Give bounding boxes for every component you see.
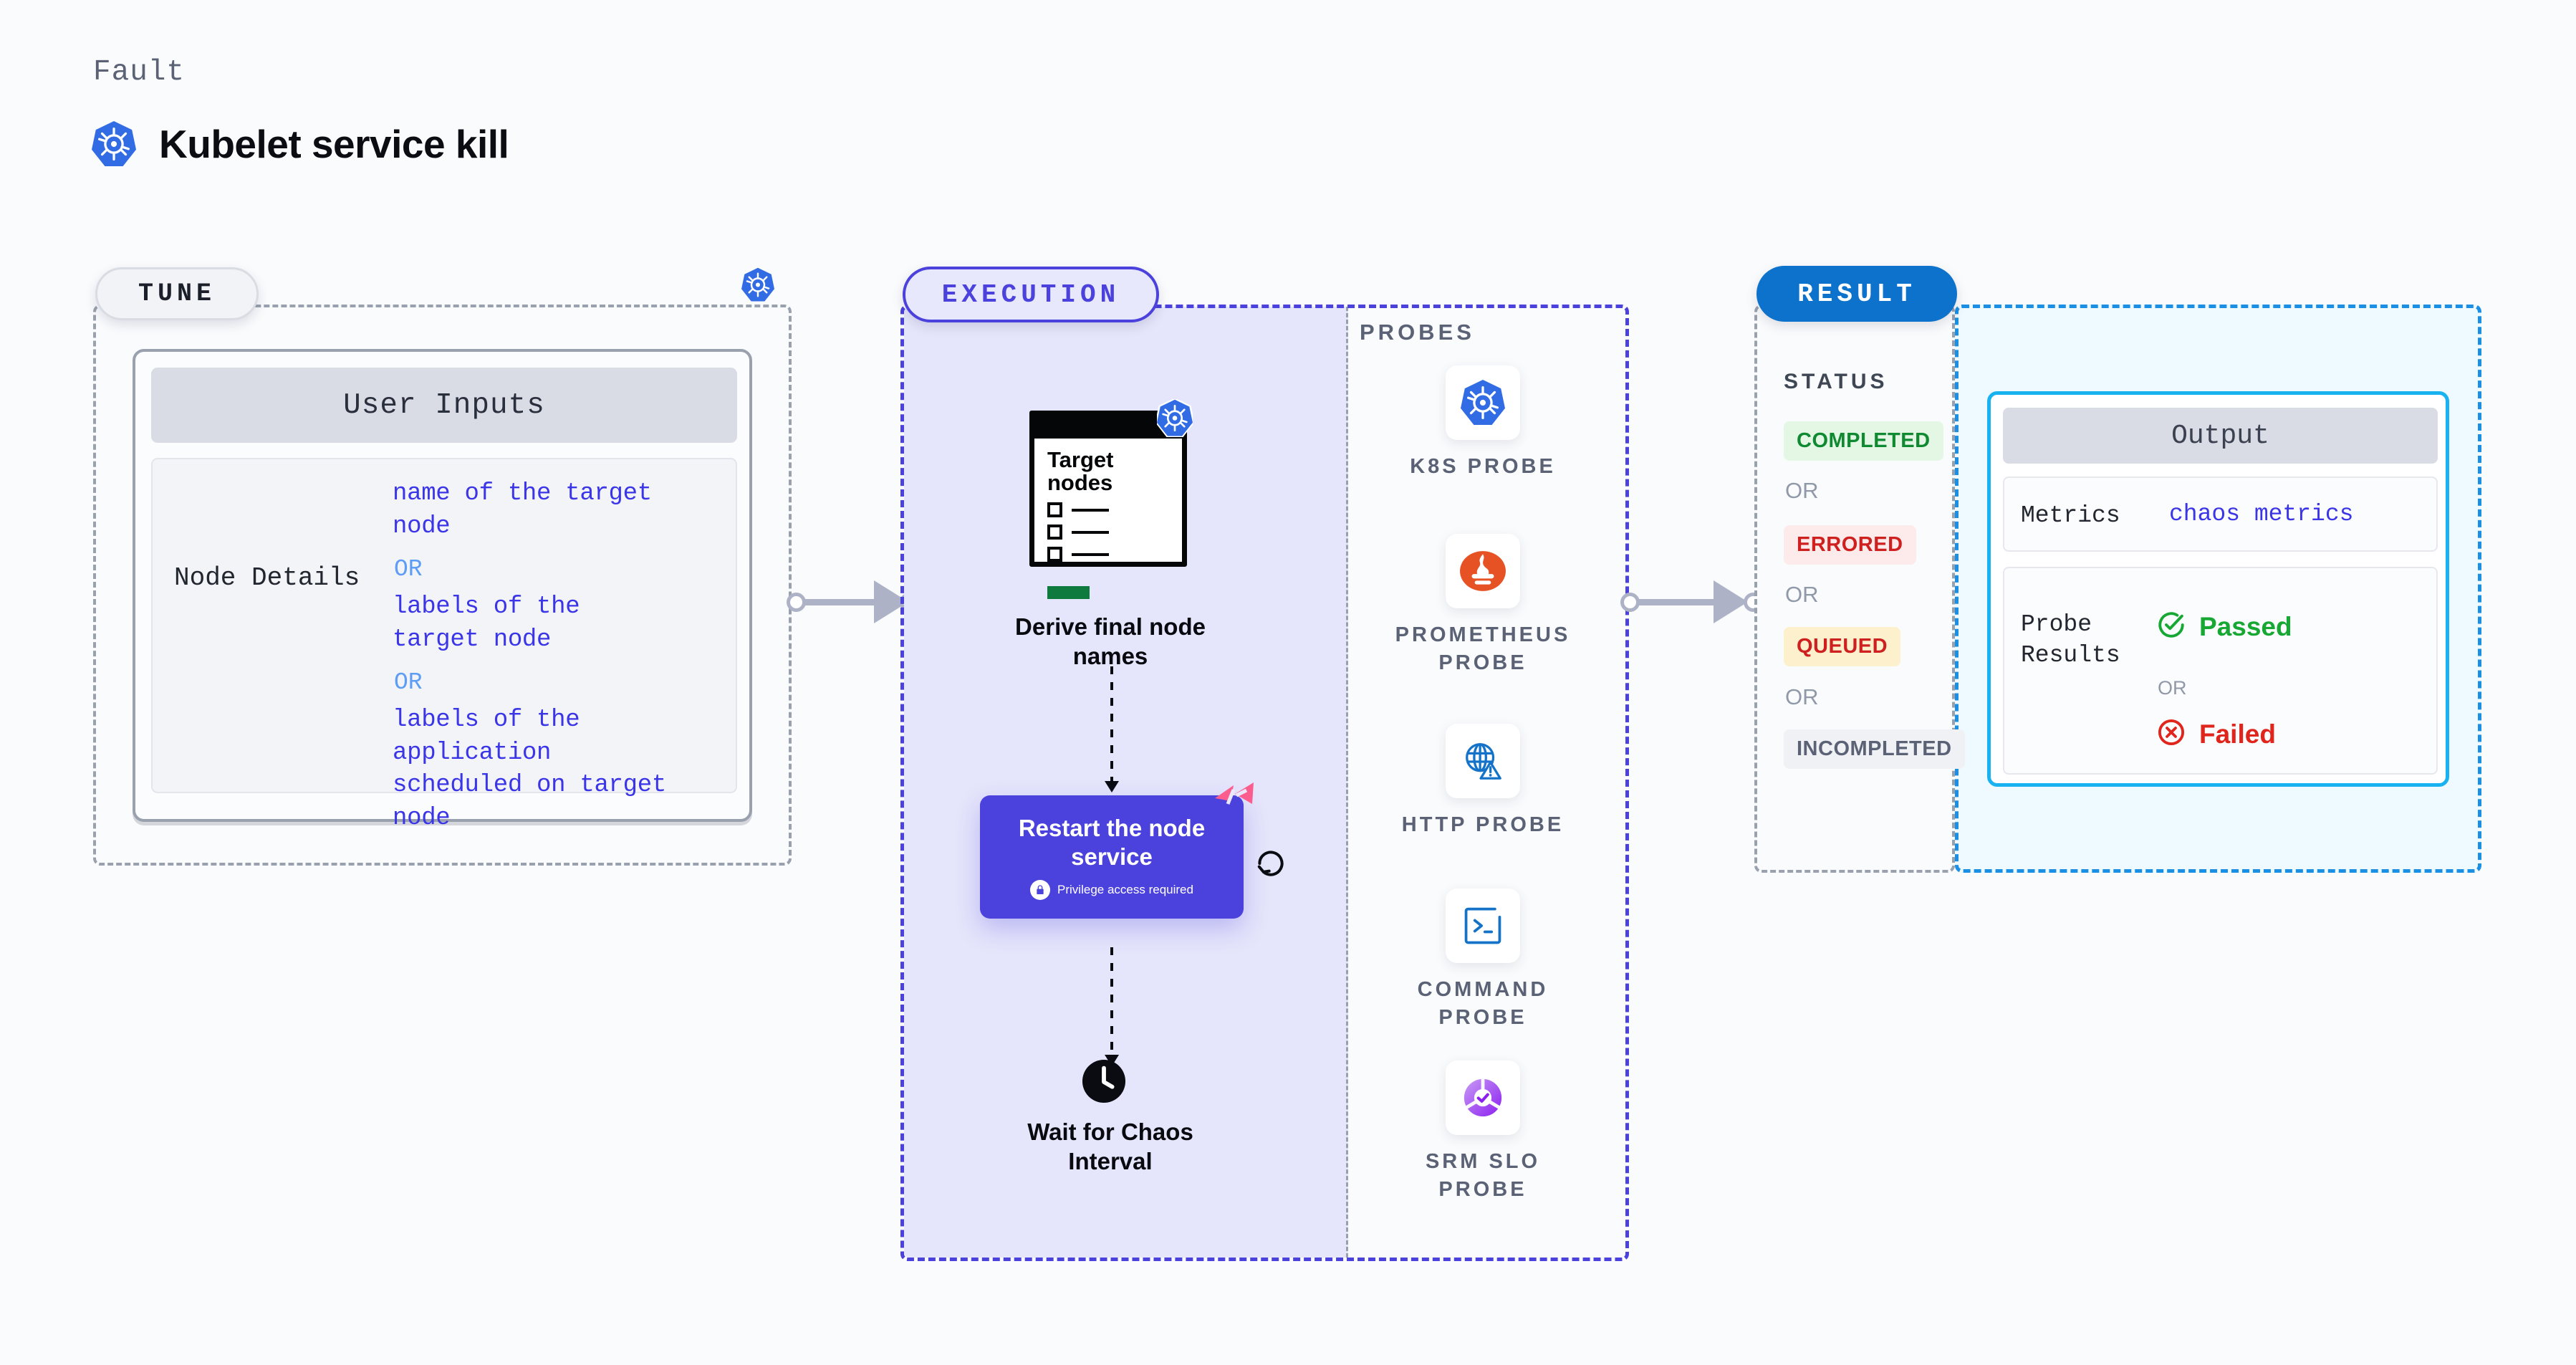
terminal-icon: [1446, 889, 1520, 963]
input-separator-1: OR: [394, 669, 423, 696]
probe-result-separator: OR: [2158, 677, 2187, 699]
probe-item-srm-slo[interactable]: SRM SLO PROBE: [1375, 1060, 1590, 1204]
user-inputs-body: Node Details name of the target node OR …: [151, 458, 737, 832]
step-card-title: Restart the node service: [1018, 815, 1206, 870]
page-title: Kubelet service kill: [159, 122, 509, 166]
probe-result-failed-label: Failed: [2199, 719, 2276, 749]
probe-result-passed: Passed: [2156, 610, 2292, 643]
target-nodes-graphic: Target nodes: [1029, 398, 1195, 599]
probe-item-k8s[interactable]: K8S PROBE: [1375, 365, 1590, 481]
output-row-probe-results: Probe Results Passed OR: [2003, 567, 2438, 775]
connector-execution-result: [1620, 580, 1764, 623]
probe-results-label: Probe Results: [2021, 611, 2120, 669]
step-card-restart-node-service[interactable]: Restart the node service Privilege acces…: [980, 782, 1254, 919]
lock-icon: [1030, 879, 1051, 900]
user-inputs-title: User Inputs: [151, 368, 737, 443]
status-badge-incompleted: INCOMPLETED: [1784, 729, 1965, 769]
litmus-chaos-icon: [1212, 780, 1256, 825]
target-node-row: [1047, 525, 1109, 540]
x-circle-icon: [2156, 717, 2186, 751]
checkbox-icon: [1047, 502, 1062, 517]
connector-tune-execution: [787, 580, 919, 623]
probe-label: SRM SLO PROBE: [1425, 1150, 1541, 1202]
kubernetes-icon: [92, 120, 136, 168]
status-badge-errored: ERRORED: [1784, 525, 1916, 565]
status-badge-queued: QUEUED: [1784, 627, 1901, 666]
output-card: Output Metrics chaos metrics Probe Resul…: [1987, 391, 2449, 787]
probes-section-label: PROBES: [1360, 320, 1475, 345]
status-badge-completed: COMPLETED: [1784, 421, 1943, 461]
privilege-note: Privilege access required: [1030, 879, 1193, 900]
clock-icon: [1082, 1059, 1126, 1107]
tune-panel: [93, 305, 792, 866]
kubernetes-icon: [1155, 398, 1195, 441]
target-node-row: [1047, 547, 1109, 562]
input-values: name of the target node OR labels of the…: [393, 478, 729, 835]
checkbox-icon: [1047, 547, 1062, 562]
probe-item-http[interactable]: HTTP PROBE: [1375, 724, 1590, 839]
user-inputs-card: User Inputs Node Details name of the tar…: [133, 349, 752, 832]
probe-result-failed: Failed: [2156, 717, 2276, 751]
flow-arrow-1: [1105, 666, 1119, 792]
privilege-note-text: Privilege access required: [1057, 882, 1193, 896]
execution-tab-label[interactable]: EXECUTION: [903, 267, 1159, 322]
progress-bar: [1047, 586, 1090, 599]
probe-item-prometheus[interactable]: PROMETHEUS PROBE: [1375, 534, 1590, 677]
step-label-derive-final-node-names: Derive final node names: [1015, 613, 1206, 669]
target-nodes-title: Target nodes: [1047, 447, 1114, 496]
probe-label: PROMETHEUS PROBE: [1395, 623, 1571, 675]
page-eyebrow: Fault: [93, 56, 186, 89]
output-row-metrics: Metrics chaos metrics: [2003, 476, 2438, 552]
input-value-1: labels of the target node: [393, 593, 580, 653]
probe-label: COMMAND PROBE: [1417, 978, 1549, 1030]
flow-arrow-2: [1105, 947, 1119, 1066]
status-separator: OR: [1785, 684, 1819, 709]
input-value-0: name of the target node: [393, 480, 652, 540]
probe-label: K8S PROBE: [1410, 455, 1556, 478]
result-tab-label[interactable]: RESULT: [1756, 266, 1957, 322]
output-title: Output: [2003, 408, 2438, 464]
input-separator-0: OR: [394, 556, 423, 583]
retry-icon[interactable]: [1253, 846, 1289, 885]
probe-item-command[interactable]: COMMAND PROBE: [1375, 889, 1590, 1032]
input-key-node-details: Node Details: [174, 563, 360, 593]
status-separator: OR: [1785, 478, 1819, 503]
tune-tab-label[interactable]: TUNE: [95, 267, 259, 320]
metrics-label: Metrics: [2021, 502, 2120, 529]
probe-result-passed-label: Passed: [2199, 611, 2292, 641]
metrics-value[interactable]: chaos metrics: [2169, 501, 2354, 527]
kubernetes-icon: [1446, 365, 1520, 440]
execution-panel: [900, 305, 1629, 1261]
status-separator: OR: [1785, 582, 1819, 607]
checkbox-icon: [1047, 525, 1062, 540]
input-value-2: labels of the application scheduled on t…: [393, 707, 666, 832]
result-status-panel: [1754, 305, 1955, 873]
status-section-label: STATUS: [1784, 370, 1888, 393]
check-circle-icon: [2156, 610, 2186, 643]
probe-label: HTTP PROBE: [1401, 813, 1565, 836]
globe-warning-icon: [1446, 724, 1520, 798]
target-node-row: [1047, 502, 1109, 517]
step-label-wait-for-chaos-interval: Wait for Chaos Interval: [1027, 1119, 1193, 1174]
page-title-row: Kubelet service kill: [92, 120, 509, 168]
tune-kubernetes-badge-icon: [741, 267, 774, 306]
prometheus-icon: [1446, 534, 1520, 608]
srm-slo-donut-icon: [1446, 1060, 1520, 1135]
